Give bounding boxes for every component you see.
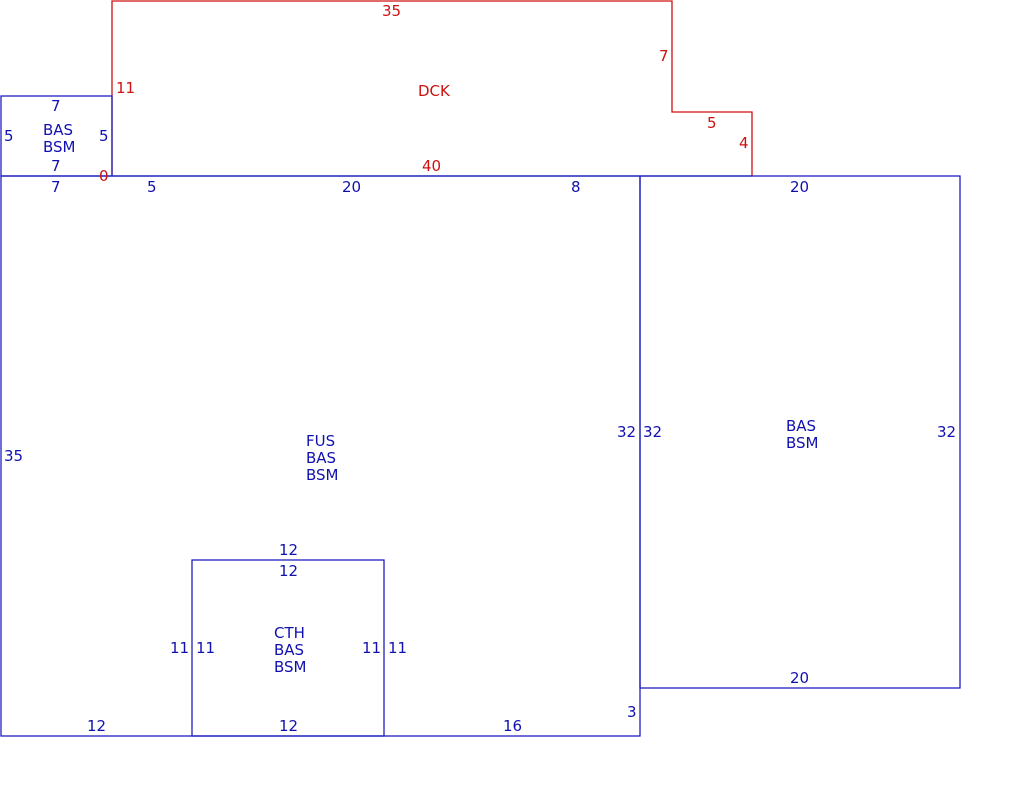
main-dim-top-b: 5: [147, 178, 157, 196]
main-dim-top-c: 20: [342, 178, 361, 196]
deck-dim-right-lower: 4: [739, 134, 749, 152]
deck-outline: [111, 0, 753, 176]
bay-dim-top-in: 12: [279, 562, 298, 580]
bay-dim-right-out: 11: [388, 639, 407, 657]
main-dim-bottom-a: 12: [87, 717, 106, 735]
bay-area-label-3: BSM: [274, 658, 307, 676]
right-dim-bottom: 20: [790, 669, 809, 687]
main-dim-right: 32: [617, 423, 636, 441]
bay-dim-top-out: 12: [279, 541, 298, 559]
deck-dim-step: 5: [707, 114, 717, 132]
main-dim-left: 35: [4, 447, 23, 465]
deck-dim-top: 35: [382, 2, 401, 20]
deck-dim-left: 11: [116, 79, 135, 97]
bay-dim-left-out: 11: [170, 639, 189, 657]
small-dim-left: 5: [4, 127, 14, 145]
main-dim-top-d: 8: [571, 178, 581, 196]
main-area-label-1: FUS: [306, 432, 335, 450]
main-dim-top-a: 7: [51, 178, 61, 196]
small-area-label-1: BAS: [43, 121, 73, 139]
right-dim-right: 32: [937, 423, 956, 441]
right-area-label-2: BSM: [786, 434, 819, 452]
main-area-label-2: BAS: [306, 449, 336, 467]
main-dim-bottom-c: 16: [503, 717, 522, 735]
small-dim-right: 5: [99, 127, 109, 145]
bay-dim-left-in: 11: [196, 639, 215, 657]
right-area-label-1: BAS: [786, 417, 816, 435]
right-dim-top: 20: [790, 178, 809, 196]
small-dim-top: 7: [51, 97, 61, 115]
right-dim-left: 32: [643, 423, 662, 441]
deck-dim-zero: 0: [99, 167, 109, 185]
bay-area-outline: [191, 559, 385, 737]
bay-area-label-1: CTH: [274, 624, 305, 642]
deck-dim-right-upper: 7: [659, 47, 669, 65]
bay-dim-right-in: 11: [362, 639, 381, 657]
bay-dim-bottom: 12: [279, 717, 298, 735]
small-dim-bottom: 7: [51, 157, 61, 175]
right-area-outline: [639, 175, 961, 689]
deck-dim-bottom: 40: [422, 157, 441, 175]
main-area-label-3: BSM: [306, 466, 339, 484]
deck-area-label: DCK: [418, 82, 451, 100]
small-area-label-2: BSM: [43, 138, 76, 156]
main-dim-bottom-right-step: 3: [627, 703, 637, 721]
bay-area-label-2: BAS: [274, 641, 304, 659]
